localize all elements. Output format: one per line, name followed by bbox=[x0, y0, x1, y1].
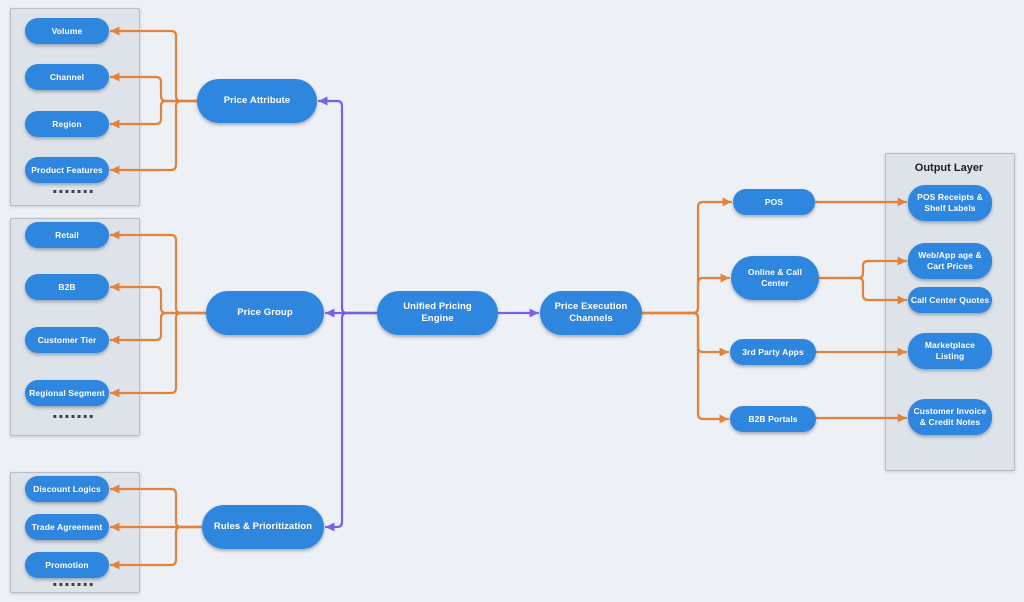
node-regional-segment: Regional Segment bbox=[25, 380, 109, 406]
edges-price-attribute-to-attributes bbox=[109, 26, 199, 175]
edges-engine-purple bbox=[317, 96, 540, 532]
node-customer-invoice-credit-notes: Customer Invoice & Credit Notes bbox=[908, 399, 992, 435]
node-volume: Volume bbox=[25, 18, 109, 44]
node-pos-receipts-shelf-labels: POS Receipts & Shelf Labels bbox=[908, 185, 992, 221]
node-customer-tier: Customer Tier bbox=[25, 327, 109, 353]
edges-channels-to-outputs bbox=[813, 197, 908, 423]
node-region: Region bbox=[25, 111, 109, 137]
groups-ellipsis: ▪▪▪▪▪▪▪ bbox=[52, 413, 96, 420]
edges-price-group-to-groups bbox=[109, 230, 208, 398]
node-promotion: Promotion bbox=[25, 552, 109, 578]
edges-execution-to-channels bbox=[640, 197, 733, 424]
node-call-center-quotes: Call Center Quotes bbox=[908, 287, 992, 313]
node-unified-pricing-engine: Unified Pricing Engine bbox=[377, 291, 498, 335]
attributes-ellipsis: ▪▪▪▪▪▪▪ bbox=[52, 188, 96, 195]
node-web-app-cart-prices: Web/App age & Cart Prices bbox=[908, 243, 992, 279]
node-price-group: Price Group bbox=[206, 291, 324, 335]
node-third-party-apps: 3rd Party Apps bbox=[730, 339, 816, 365]
node-discount-logics: Discount Logics bbox=[25, 476, 109, 502]
edges-rules-to-rule-items bbox=[109, 484, 204, 570]
node-b2b: B2B bbox=[25, 274, 109, 300]
node-b2b-portals: B2B Portals bbox=[730, 406, 816, 432]
rules-ellipsis: ▪▪▪▪▪▪▪ bbox=[52, 581, 96, 588]
node-product-features: Product Features bbox=[25, 157, 109, 183]
node-price-execution-channels: Price Execution Channels bbox=[540, 291, 642, 335]
node-online-call-center: Online & Call Center bbox=[731, 256, 819, 300]
node-retail: Retail bbox=[25, 222, 109, 248]
node-trade-agreement: Trade Agreement bbox=[25, 514, 109, 540]
node-rules-prioritization: Rules & Prioritization bbox=[202, 505, 324, 549]
node-pos: POS bbox=[733, 189, 815, 215]
output-layer-title: Output Layer bbox=[914, 162, 984, 174]
node-marketplace-listing: Marketplace Listing bbox=[908, 333, 992, 369]
node-price-attribute: Price Attribute bbox=[197, 79, 317, 123]
node-channel: Channel bbox=[25, 64, 109, 90]
